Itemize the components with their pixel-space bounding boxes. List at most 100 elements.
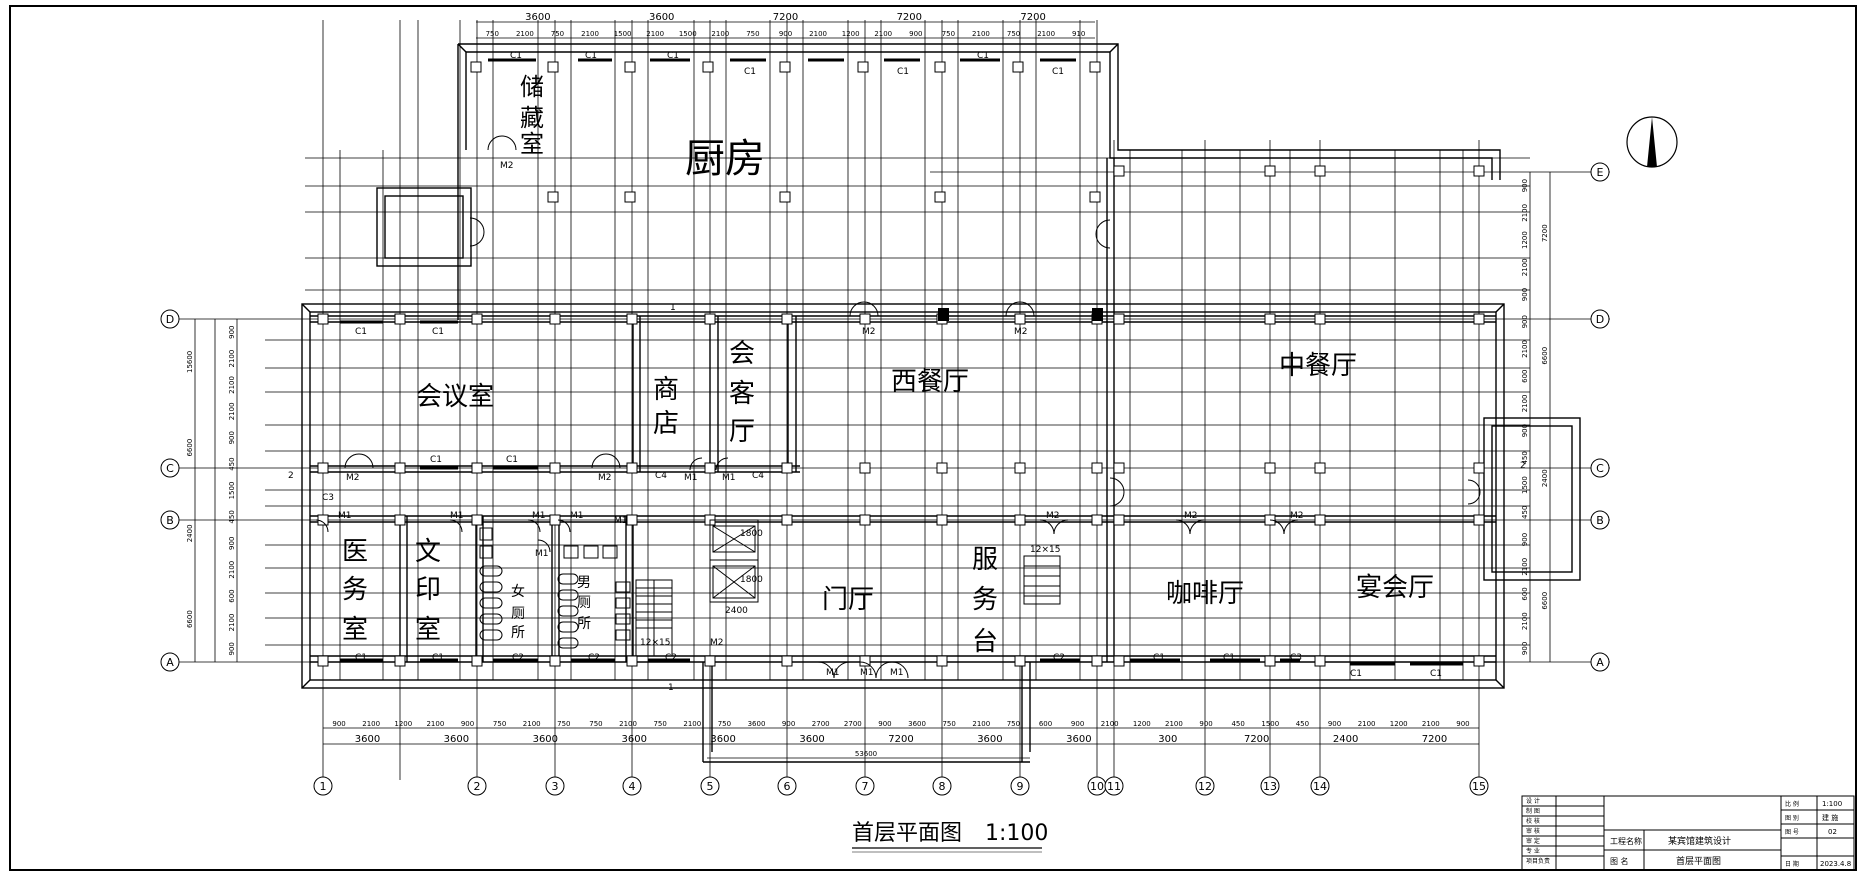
left-dimension: 2400 [186,524,194,542]
svg-text:6: 6 [784,780,791,793]
room-reception-1: 会 [729,339,755,369]
door-tag: M1 [338,511,352,521]
project-label: 工程名称 [1610,836,1642,846]
door-tag: M1 [570,511,584,521]
bottom-sub-dimension: 1200 [1133,720,1151,728]
number-value: 02 [1828,828,1837,836]
window-tag: C1 [355,327,367,337]
bottom-sub-dimension: 3600 [748,720,766,728]
left-sub-dimension: 900 [228,326,236,339]
room-western: 西餐厅 [891,367,969,397]
right-sub-dimension: 600 [1521,587,1529,600]
door-tag: M2 [862,327,876,337]
window-tag: C1 [1430,669,1442,679]
svg-text:B: B [1596,514,1604,527]
room-kitchen: 厨房 [685,136,765,182]
axis-bubble-2: 2 [467,776,487,796]
door-tag: M1 [614,516,628,526]
section-mark: 1 [670,303,676,313]
window-tag: C2 [665,653,677,663]
door-tag: M2 [1014,327,1028,337]
right-sub-dimension: 1500 [1521,476,1529,494]
right-sub-dimension: 900 [1521,642,1529,655]
top-sub-dimension: 2100 [972,30,990,38]
svg-text:15: 15 [1472,780,1486,793]
right-sub-dimension: 900 [1521,179,1529,192]
axis-bubble-7: 7 [855,776,875,796]
bottom-dimension: 3600 [1066,734,1091,745]
bottom-sub-dimension: 750 [493,720,506,728]
top-sub-dimension: 2100 [874,30,892,38]
axis-bubble-1: 1 [313,776,333,796]
north-arrow-pointer [1647,117,1657,167]
axis-bubble-13: 13 [1260,776,1280,796]
svg-text:D: D [166,313,174,326]
bottom-sub-dimension: 2700 [844,720,862,728]
title-block-row-label: 校 核 [1526,817,1540,825]
window-tag: C1 [355,653,367,663]
bottom-sub-dimension: 900 [1456,720,1469,728]
room-print-2: 印 [415,575,441,605]
room-labels: 储 藏 室 厨房 会议室 商 店 会 客 厅 西餐厅 中餐厅 医 务 室 文 印… [342,73,1434,657]
windows [340,58,1463,666]
left-sub-dimension: 900 [228,537,236,550]
svg-text:D: D [1596,313,1604,326]
bottom-dimension: 3600 [799,734,824,745]
svg-text:A: A [166,656,174,669]
right-sub-dimension: 900 [1521,315,1529,328]
window-tag: C1 [506,455,518,465]
bottom-sub-dimension: 2100 [619,720,637,728]
top-sub-dimension: 750 [486,30,499,38]
svg-text:C: C [166,462,174,475]
bottom-dimension: 3600 [533,734,558,745]
door-tag: M1 [535,549,549,559]
window-tag: C2 [512,653,524,663]
room-service-3: 台 [972,627,998,657]
axis-bubble-A: A [1590,652,1610,672]
bottom-sub-dimension: 900 [332,720,345,728]
bottom-sub-dimension: 2100 [683,720,701,728]
dimension-text-left: 1560066002400660090021002100210090045015… [186,326,236,656]
section-mark: 2 [1520,461,1526,471]
dimension-lines [194,21,1551,759]
window-tag: C1 [1153,653,1165,663]
axis-bubble-B: B [1590,510,1610,530]
title-block-row-label: 专 业 [1526,847,1540,855]
axis-bubble-11: 11 [1104,776,1124,796]
top-sub-dimension: 1500 [679,30,697,38]
top-dimension: 3600 [649,12,674,23]
door-tag: M1 [532,511,546,521]
element-tags: C1 C1 C1 C1 C1 C1 C1 C1 C1 C1 C1 C1 C1 C… [288,51,1526,693]
window-tag: C2 [588,653,600,663]
left-sub-dimension: 900 [228,642,236,655]
door-tag: M1 [860,668,874,678]
bottom-sub-dimension: 3600 [908,720,926,728]
door-tag: M2 [1184,511,1198,521]
door-tag: M2 [1046,511,1060,521]
drawing-title-text: 首层平面图 [852,821,962,846]
window-tag: C1 [1350,669,1362,679]
room-shop-1: 商 [653,375,679,405]
bottom-sub-dimension: 900 [1328,720,1341,728]
axis-bubble-D: D [160,309,180,329]
section-mark: 1 [668,683,674,693]
svg-text:1: 1 [320,780,327,793]
door-tag: M1 [722,473,736,483]
room-print-1: 文 [415,537,441,567]
right-sub-dimension: 2100 [1521,258,1529,276]
axis-bubble-D: D [1590,309,1610,329]
date-label: 日 期 [1785,860,1799,868]
svg-text:E: E [1597,166,1604,179]
room-women-3: 所 [511,625,525,641]
left-sub-dimension: 2100 [228,561,236,579]
drawing-name: 首层平面图 [1676,855,1721,867]
bottom-dimension: 7200 [888,734,913,745]
bottom-dimension: 300 [1158,734,1177,745]
bottom-sub-dimension: 450 [1296,720,1309,728]
top-sub-dimension: 1200 [842,30,860,38]
left-sub-dimension: 1500 [228,482,236,500]
type-value: 建 施 [1822,813,1838,822]
